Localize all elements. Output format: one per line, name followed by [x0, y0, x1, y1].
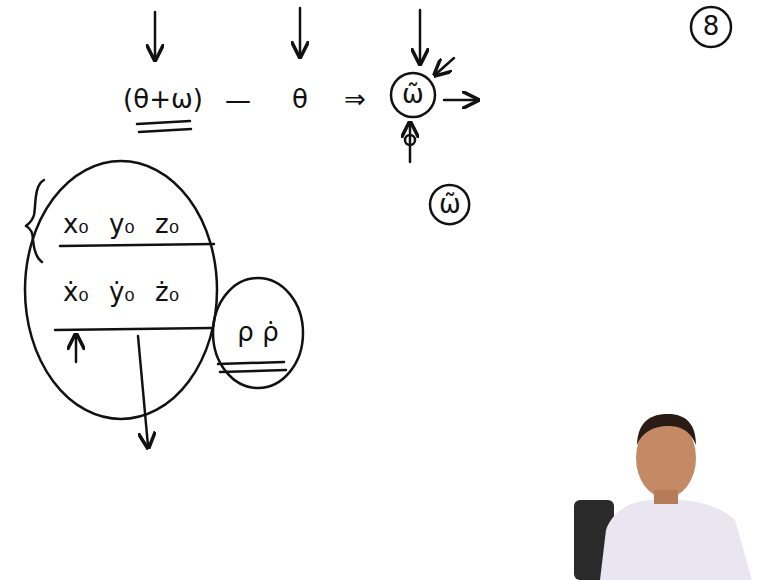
shirt — [600, 500, 752, 580]
double-underline — [218, 362, 286, 372]
circled-symbol: ω̃ — [428, 183, 471, 226]
right-arrow — [444, 99, 476, 102]
enclosing-ellipse: ρ ρ̇ — [211, 276, 305, 390]
double-underline — [137, 121, 191, 132]
up-tick-arrow — [75, 336, 78, 362]
node-text: ρ ρ̇ — [237, 317, 278, 348]
up-arrow — [409, 124, 412, 162]
row-rule — [55, 328, 212, 330]
down-arrow — [419, 10, 422, 62]
presenter — [574, 414, 752, 580]
outline-stroke — [430, 185, 469, 224]
circled-symbol: ω̃ — [389, 71, 437, 119]
row-rule — [60, 244, 214, 246]
handwritten-label: (θ+ω) — [123, 84, 203, 115]
handwritten-label: ⇒ — [344, 84, 366, 115]
node-text: ω̃ — [439, 189, 461, 220]
outline-stroke — [691, 7, 731, 47]
handwritten-label: θ — [292, 84, 308, 115]
hair — [637, 414, 696, 445]
stem-loop — [405, 135, 415, 145]
handwritten-label: — — [225, 85, 251, 116]
circled-symbol: 8 — [689, 5, 733, 49]
enclosing-ellipse: x₀ y₀ z₀ ẋ₀ ẏ₀ ż₀ — [23, 159, 219, 421]
down-arrow — [299, 8, 302, 55]
node-text: x₀ y₀ z₀ — [63, 209, 179, 240]
node-text: 8 — [703, 11, 720, 42]
down-arrow — [138, 336, 148, 446]
outline-stroke — [213, 278, 303, 388]
node-text: ω̃ — [402, 79, 424, 110]
neck — [654, 490, 678, 504]
pointer-arrow — [436, 58, 454, 74]
outline-stroke — [391, 73, 435, 117]
down-arrow — [154, 12, 157, 58]
outline-stroke — [25, 161, 217, 419]
node-text: ẋ₀ ẏ₀ ż₀ — [63, 277, 179, 308]
